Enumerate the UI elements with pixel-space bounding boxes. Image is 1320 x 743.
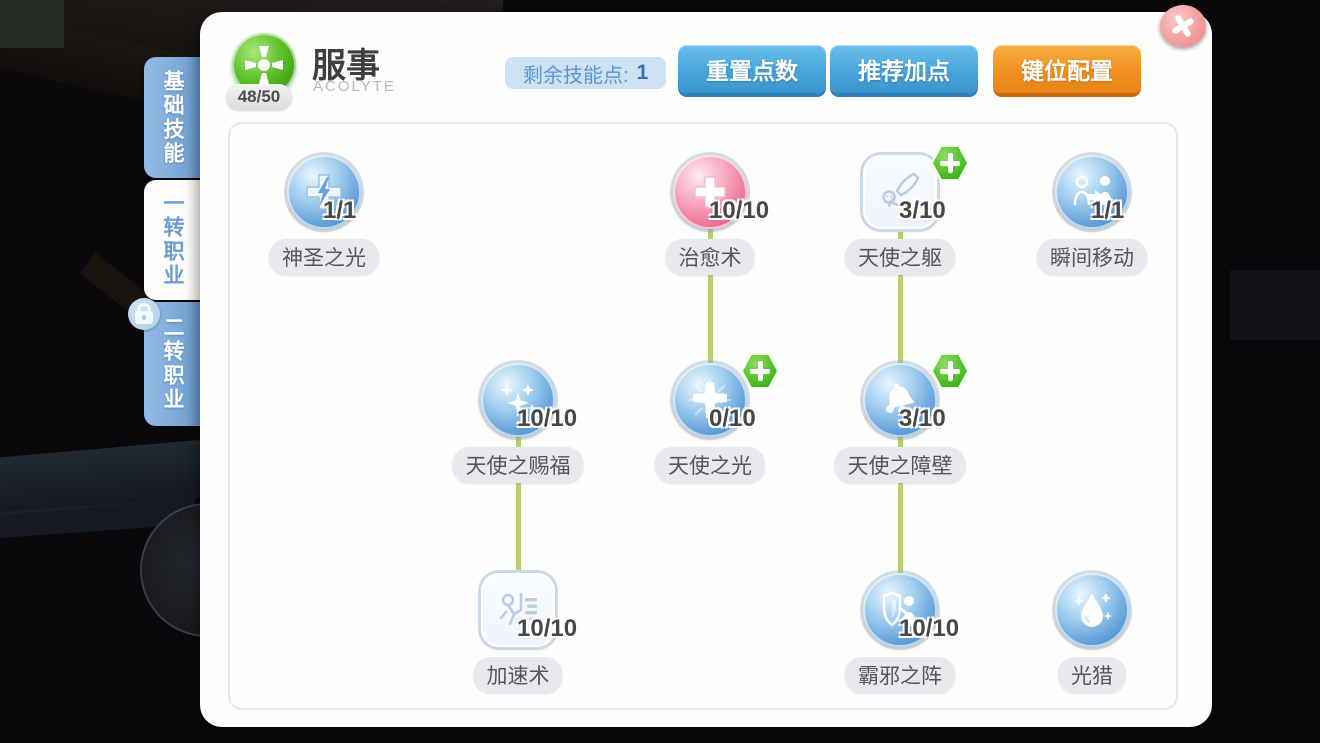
skill-name: 治愈术 xyxy=(665,239,755,275)
link-blessing-to-agility xyxy=(516,427,521,605)
background-right-structure xyxy=(1230,270,1320,340)
recommend-points-button[interactable]: 推荐加点 xyxy=(830,45,978,97)
remaining-points-pill: 剩余技能点: 1 xyxy=(505,57,667,89)
skill-level: 10/10 xyxy=(517,615,578,642)
tab-second-job[interactable]: 二转职业 xyxy=(144,302,200,426)
skill-name: 天使之障壁 xyxy=(834,447,966,483)
link-barrier-to-pneuma xyxy=(898,427,903,605)
skill-name: 加速术 xyxy=(473,657,563,693)
tab-basic-skills[interactable]: 基础技能 xyxy=(144,57,200,178)
teleport-icon xyxy=(1055,155,1129,229)
skill-name: 天使之光 xyxy=(655,447,765,483)
heal-cross-icon xyxy=(673,155,747,229)
sparkles-icon xyxy=(481,363,555,437)
shield-person-icon xyxy=(863,573,937,647)
background-foliage xyxy=(0,0,64,48)
keybind-config-button[interactable]: 键位配置 xyxy=(993,45,1141,97)
bell-icon xyxy=(863,363,937,437)
remaining-points-label: 剩余技能点: xyxy=(523,64,629,87)
skill-level: 3/10 xyxy=(899,405,946,432)
skill-level: 3/10 xyxy=(899,197,946,224)
skill-level: 1/1 xyxy=(323,197,357,224)
sword-skull-icon xyxy=(863,155,937,229)
skill-category-tabs: 基础技能 一转职业 二转职业 xyxy=(128,57,200,437)
link-angelus-to-barrier xyxy=(898,217,903,395)
tab-second-job-label: 二转职业 xyxy=(161,316,184,412)
remaining-points-value: 1 xyxy=(636,61,649,84)
skill-level: 1/1 xyxy=(1091,197,1125,224)
skill-name: 天使之赐福 xyxy=(452,447,584,483)
cross-pattee-icon xyxy=(245,46,283,84)
skill-panel: 48/50 服事 ACOLYTE 剩余技能点: 1 重置点数 推荐加点 键位配置… xyxy=(200,12,1212,727)
class-skill-points-badge: 48/50 xyxy=(226,84,292,110)
water-drop-icon xyxy=(1055,573,1129,647)
link-heal-to-angel-light xyxy=(708,217,713,395)
lock-icon xyxy=(128,298,160,330)
skill-name: 天使之躯 xyxy=(845,239,955,275)
skill-level: 10/10 xyxy=(899,615,960,642)
runner-icon xyxy=(481,573,555,647)
close-icon xyxy=(1168,11,1197,40)
skill-name: 瞬间移动 xyxy=(1037,239,1147,275)
skill-level: 0/10 xyxy=(709,405,756,432)
skill-level: 10/10 xyxy=(517,405,578,432)
close-button[interactable] xyxy=(1160,5,1206,47)
skill-name: 光猎 xyxy=(1058,657,1126,693)
class-title: 服事 xyxy=(312,47,380,85)
class-subtitle: ACOLYTE xyxy=(313,78,396,95)
skill-name: 霸邪之阵 xyxy=(845,657,955,693)
cross-bolt-icon xyxy=(287,155,361,229)
skill-level: 10/10 xyxy=(709,197,770,224)
reset-points-button[interactable]: 重置点数 xyxy=(678,45,826,97)
skill-name: 神圣之光 xyxy=(269,239,379,275)
tab-first-job[interactable]: 一转职业 xyxy=(144,180,200,300)
cross-rays-icon xyxy=(673,363,747,437)
